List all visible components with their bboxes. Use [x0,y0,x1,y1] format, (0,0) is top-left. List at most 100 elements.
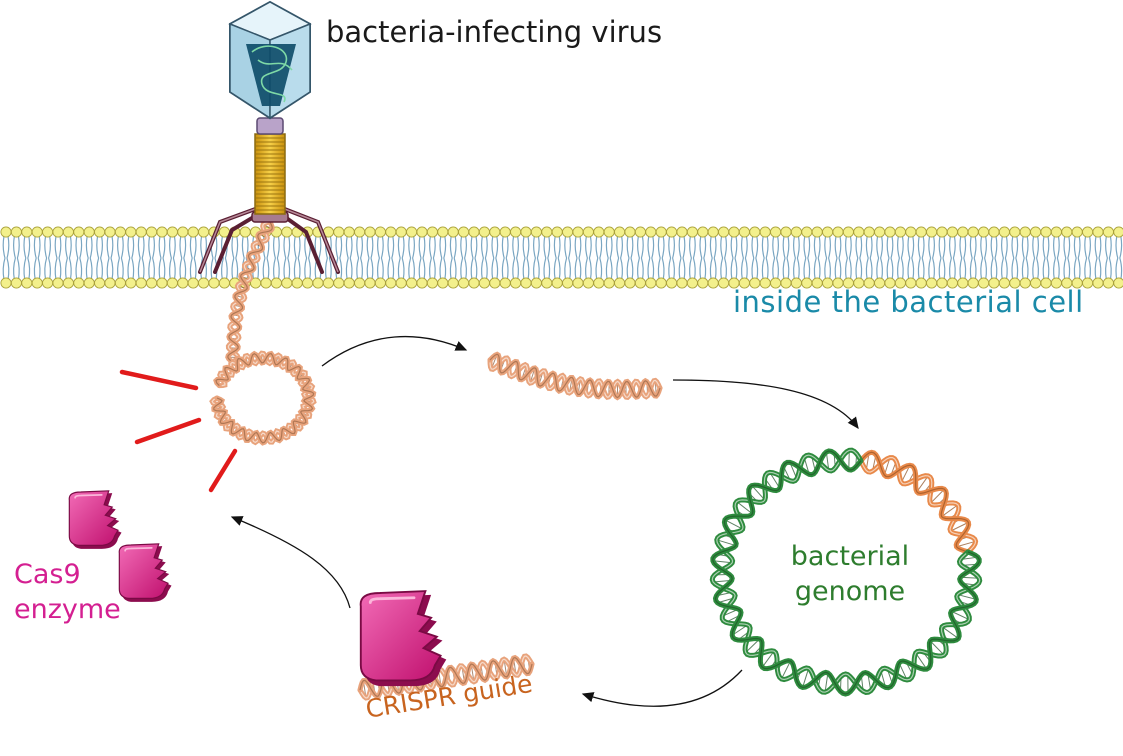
lipid-tail [648,236,654,258]
lipid-head [823,227,833,237]
lipid-head [1041,227,1051,237]
lipid-head [375,227,385,237]
lipid-tail [471,236,477,258]
lipid-head [843,227,853,237]
lipid-tail [991,236,997,258]
lipid-head [167,278,177,288]
lipid-tail [1012,258,1018,280]
lipid-tail [1085,236,1091,258]
lipid-tail [898,258,904,280]
lipid-head [947,227,957,237]
lipid-tail [1002,236,1008,258]
lipid-head [105,227,115,237]
lipid-head [771,227,781,237]
lipid-tail [908,258,914,280]
lipid-head [573,227,583,237]
lipid-tail [939,236,945,258]
lipid-head [22,227,32,237]
lipid-tail [586,236,592,258]
lipid-tail [731,236,737,258]
lipid-tail [960,258,966,280]
lipid-tail [284,258,290,280]
lipid-head [292,278,302,288]
lipid-tail [669,236,675,258]
lipid-head [386,227,396,237]
lipid-tail [305,258,311,280]
lipid-head [864,227,874,237]
lipid-head [178,278,188,288]
lipid-tail [367,258,373,280]
lipid-head [708,278,718,288]
lipid-tail [752,236,758,258]
lipid-head [375,278,385,288]
genome-label: bacterial genome [786,539,914,609]
lipid-tail [877,258,883,280]
arrow-icon [322,337,466,366]
lipid-head [698,227,708,237]
lipid-tail [97,236,103,258]
lipid-head [11,227,21,237]
lipid-tail [606,258,612,280]
lipid-head [209,278,219,288]
lipid-head [635,227,645,237]
lipid-tail [742,258,748,280]
lipid-tail [107,236,113,258]
cut-mark-icon [137,420,199,442]
lipid-head [261,278,271,288]
lipid-tail [170,236,176,258]
lipid-head [708,227,718,237]
lipid-head [583,278,593,288]
lipid-tail [575,258,581,280]
lipid-head [95,278,105,288]
lipid-head [157,278,167,288]
lipid-head [417,278,427,288]
lipid-head [594,278,604,288]
lipid-tail [565,236,571,258]
lipid-tail [336,236,342,258]
lipid-head [1072,227,1082,237]
lipid-tail [835,258,841,280]
lipid-tail [648,258,654,280]
lipid-head [344,278,354,288]
lipid-head [199,227,209,237]
lipid-tail [294,236,300,258]
lipid-tail [232,236,238,258]
lipid-tail [617,236,623,258]
lipid-head [219,278,229,288]
lipid-head [500,278,510,288]
lipid-tail [908,236,914,258]
lipid-head [407,278,417,288]
lipid-tail [721,236,727,258]
lipid-tail [991,258,997,280]
lipid-tail [762,236,768,258]
lipid-head [812,227,822,237]
lipid-tail [222,258,228,280]
lipid-tail [825,236,831,258]
lipid-head [552,227,562,237]
lipid-tail [627,236,633,258]
lipid-tail [170,258,176,280]
lipid-tail [263,258,269,280]
lipid-head [542,278,552,288]
lipid-head [510,278,520,288]
lipid-tail [502,236,508,258]
lipid-tail [1033,258,1039,280]
lipid-tail [970,236,976,258]
lipid-head [105,278,115,288]
lipid-tail [274,258,280,280]
lipid-tail [45,258,51,280]
lipid-tail [1095,236,1101,258]
lipid-head [667,278,677,288]
arrow-icon [583,670,742,706]
lipid-tail [159,258,165,280]
lipid-head [469,227,479,237]
cut-mark-icon [122,372,196,388]
lipid-tail [440,236,446,258]
lipid-head [334,227,344,237]
lipid-tail [180,236,186,258]
lipid-tail [887,258,893,280]
lipid-tail [783,236,789,258]
lipid-tail [232,258,238,280]
lipid-head [53,278,63,288]
lipid-head [427,278,437,288]
